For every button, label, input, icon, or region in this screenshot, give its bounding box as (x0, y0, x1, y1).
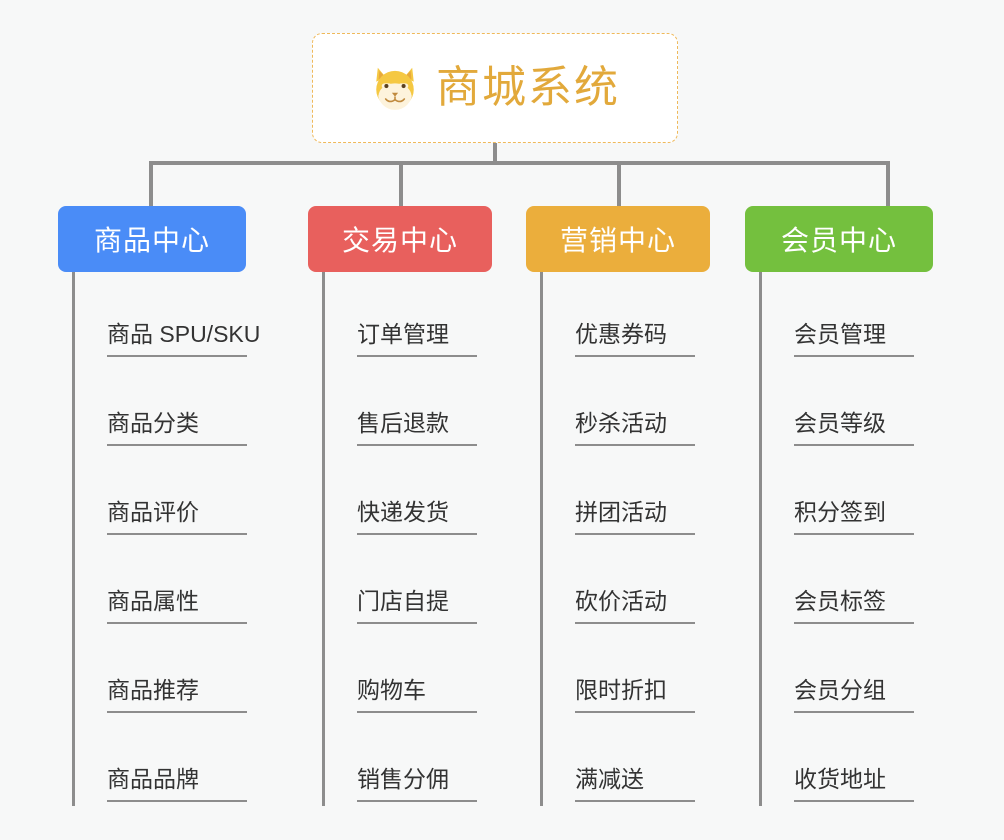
list-item-label: 收货地址 (794, 764, 914, 802)
category-column-member: 会员中心 会员管理 会员等级 积分签到 会员标签 会员分组 收货地址 (745, 206, 933, 806)
list-item[interactable]: 限时折扣 (543, 628, 714, 717)
list-item[interactable]: 优惠券码 (543, 272, 714, 361)
list-item[interactable]: 拼团活动 (543, 450, 714, 539)
category-header-trade[interactable]: 交易中心 (308, 206, 492, 272)
list-item-label: 秒杀活动 (575, 408, 695, 446)
list-item[interactable]: 满减送 (543, 717, 714, 806)
connector-root-stem (493, 143, 497, 164)
list-item-label: 门店自提 (357, 586, 477, 624)
list-item-label: 会员标签 (794, 586, 914, 624)
list-item[interactable]: 秒杀活动 (543, 361, 714, 450)
list-item-label: 商品 SPU/SKU (107, 319, 260, 357)
leaf-list-member: 会员管理 会员等级 积分签到 会员标签 会员分组 收货地址 (759, 272, 933, 806)
list-item[interactable]: 商品品牌 (75, 717, 247, 806)
category-column-product: 商品中心 商品 SPU/SKU 商品分类 商品评价 商品属性 商品推荐 商品品牌 (58, 206, 260, 806)
connector-drop-1 (149, 161, 153, 208)
list-item-label: 会员管理 (794, 319, 914, 357)
list-item-label: 订单管理 (357, 319, 477, 357)
category-header-label: 营销中心 (559, 225, 676, 256)
category-header-member[interactable]: 会员中心 (745, 206, 933, 272)
list-item-label: 限时折扣 (575, 675, 695, 713)
category-column-marketing: 营销中心 优惠券码 秒杀活动 拼团活动 砍价活动 限时折扣 满减送 (526, 206, 710, 806)
list-item-label: 商品品牌 (107, 764, 247, 802)
list-item-label: 砍价活动 (575, 586, 695, 624)
list-item-label: 商品推荐 (107, 675, 247, 713)
list-item-label: 积分签到 (794, 497, 914, 535)
leaf-list-trade: 订单管理 售后退款 快递发货 门店自提 购物车 销售分佣 (322, 272, 496, 806)
connector-drop-2 (399, 161, 403, 208)
list-item-label: 优惠券码 (575, 319, 695, 357)
list-item[interactable]: 积分签到 (762, 450, 933, 539)
connector-horizontal-bus (151, 161, 890, 165)
list-item-label: 会员分组 (794, 675, 914, 713)
list-item-label: 销售分佣 (357, 764, 477, 802)
category-header-marketing[interactable]: 营销中心 (526, 206, 710, 272)
list-item-label: 拼团活动 (575, 497, 695, 535)
list-item[interactable]: 商品 SPU/SKU (75, 272, 260, 361)
list-item[interactable]: 门店自提 (325, 539, 496, 628)
category-header-product[interactable]: 商品中心 (58, 206, 246, 272)
list-item[interactable]: 商品推荐 (75, 628, 247, 717)
list-item[interactable]: 会员分组 (762, 628, 933, 717)
leaf-list-product: 商品 SPU/SKU 商品分类 商品评价 商品属性 商品推荐 商品品牌 (72, 272, 260, 806)
root-node-shop-system[interactable]: 商城系统 (312, 33, 678, 143)
list-item[interactable]: 销售分佣 (325, 717, 496, 806)
connector-drop-3 (617, 161, 621, 208)
list-item-label: 商品属性 (107, 586, 247, 624)
list-item[interactable]: 收货地址 (762, 717, 933, 806)
list-item[interactable]: 会员等级 (762, 361, 933, 450)
list-item-label: 售后退款 (357, 408, 477, 446)
root-node-label: 商城系统 (436, 63, 620, 112)
list-item-label: 商品分类 (107, 408, 247, 446)
list-item[interactable]: 会员标签 (762, 539, 933, 628)
list-item-label: 商品评价 (107, 497, 247, 535)
category-header-label: 会员中心 (780, 225, 897, 256)
leaf-list-marketing: 优惠券码 秒杀活动 拼团活动 砍价活动 限时折扣 满减送 (540, 272, 714, 806)
list-item[interactable]: 会员管理 (762, 272, 933, 361)
list-item-label: 快递发货 (357, 497, 477, 535)
shiba-dog-icon (376, 67, 414, 110)
list-item[interactable]: 订单管理 (325, 272, 496, 361)
list-item[interactable]: 购物车 (325, 628, 496, 717)
category-header-label: 商品中心 (93, 225, 210, 256)
list-item[interactable]: 商品属性 (75, 539, 247, 628)
list-item[interactable]: 售后退款 (325, 361, 496, 450)
list-item[interactable]: 砍价活动 (543, 539, 714, 628)
category-header-label: 交易中心 (341, 225, 458, 256)
list-item-label: 购物车 (357, 675, 477, 713)
category-column-trade: 交易中心 订单管理 售后退款 快递发货 门店自提 购物车 销售分佣 (308, 206, 492, 806)
list-item-label: 满减送 (575, 764, 695, 802)
list-item[interactable]: 商品分类 (75, 361, 247, 450)
list-item[interactable]: 快递发货 (325, 450, 496, 539)
list-item[interactable]: 商品评价 (75, 450, 247, 539)
list-item-label: 会员等级 (794, 408, 914, 446)
connector-drop-4 (886, 161, 890, 208)
